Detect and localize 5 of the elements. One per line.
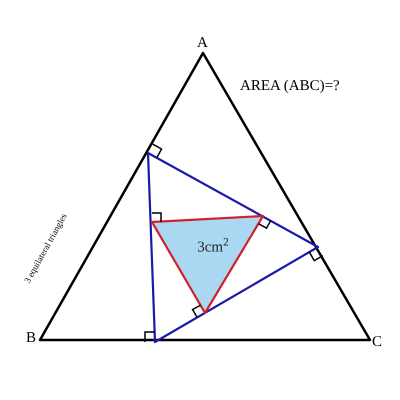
vertex-label: B xyxy=(26,331,36,346)
vertex-label: C xyxy=(372,335,382,350)
vertex-label: A xyxy=(197,36,208,51)
question-text: AREA (ABC)=? xyxy=(240,79,340,94)
area-value: 3cm$^{2}$ xyxy=(197,240,229,256)
